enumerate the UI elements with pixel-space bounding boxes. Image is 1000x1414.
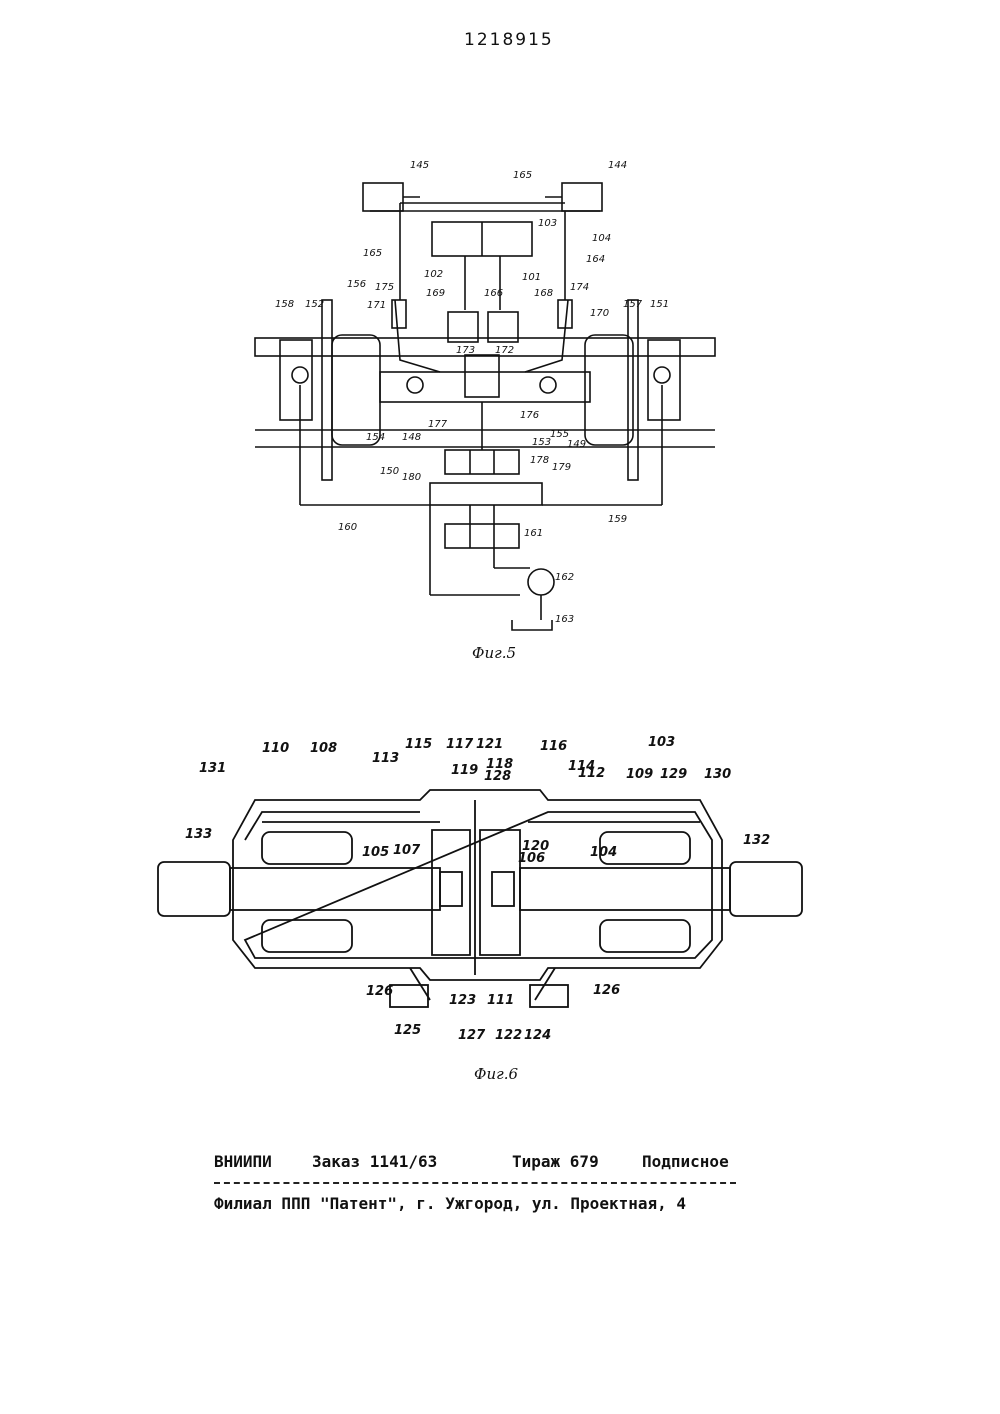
figure-6-caption: Фиг.6 xyxy=(474,1065,518,1083)
figure-6-ref-label: 131 xyxy=(199,761,226,776)
figure-6-ref-label: 133 xyxy=(185,827,212,842)
figure-6-ref-label: 123 xyxy=(449,993,476,1008)
footer-divider xyxy=(214,1182,736,1184)
figure-6-ref-label: 121 xyxy=(476,737,503,752)
figure-6-ref-label: 110 xyxy=(262,741,289,756)
figure-6-ref-label: 116 xyxy=(540,739,567,754)
figure-6-ref-label: 104 xyxy=(590,845,617,860)
figure-6-ref-label: 122 xyxy=(495,1028,522,1043)
figure-6-ref-label: 111 xyxy=(487,993,514,1008)
figure-6-ref-label: 129 xyxy=(660,767,687,782)
footer-circulation: Тираж 679 xyxy=(512,1152,599,1171)
footer-order: Заказ 1141/63 xyxy=(312,1152,437,1171)
figure-6-ref-label: 103 xyxy=(648,735,675,750)
figure-6-ref-label: 128 xyxy=(484,769,511,784)
figure-6-ref-label: 127 xyxy=(458,1028,486,1043)
figure-6-ref-label: 132 xyxy=(743,833,770,848)
figure-6-ref-label: 105 xyxy=(362,845,389,860)
figure-6-ref-label: 124 xyxy=(524,1028,551,1043)
figure-6-ref-label: 109 xyxy=(626,767,653,782)
figure-6-ref-label: 125 xyxy=(394,1023,421,1038)
footer-subscription: Подписное xyxy=(642,1152,729,1171)
figure-6-ref-label: 130 xyxy=(704,767,731,782)
figure-6-ref-label: 107 xyxy=(393,843,421,858)
footer-address: Филиал ППП "Патент", г. Ужгород, ул. Про… xyxy=(214,1194,686,1213)
figure-6-ref-label: 113 xyxy=(372,751,399,766)
figure-6-ref-label: 115 xyxy=(405,737,432,752)
figure-6-ref-label: 106 xyxy=(518,851,545,866)
figure-6-ref-label: 108 xyxy=(310,741,337,756)
figure-6-ref-label: 119 xyxy=(451,763,478,778)
figure-6-ref-label: 126 xyxy=(366,984,393,999)
figure-6-ref-label: 126 xyxy=(593,983,620,998)
figure-6-ref-label: 112 xyxy=(578,766,605,781)
figure-6-ref-label: 117 xyxy=(446,737,474,752)
footer-org: ВНИИПИ xyxy=(214,1152,272,1171)
